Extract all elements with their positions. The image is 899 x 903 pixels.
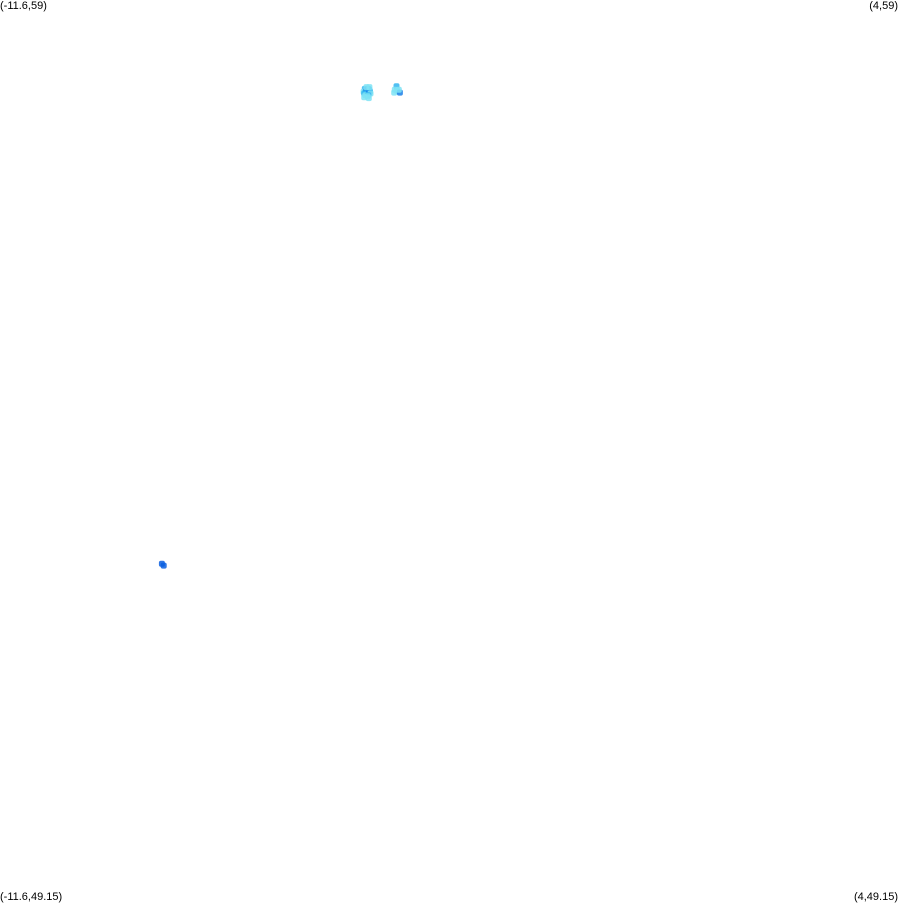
clusters-layer	[158, 83, 403, 569]
map-point	[395, 86, 402, 93]
map-point	[365, 95, 372, 102]
corner-label-bottom-right: (4,49.15)	[853, 891, 898, 903]
corner-label-bottom-left: (-11.6,49.15)	[0, 891, 63, 903]
map-point	[366, 84, 373, 91]
map-point	[391, 89, 398, 96]
corner-label-top-left: (-11.6,59)	[0, 0, 47, 12]
corner-label-top-right: (4,59)	[869, 0, 898, 12]
east-cluster	[391, 83, 403, 96]
southwest-point	[158, 560, 167, 569]
map-point	[160, 562, 167, 569]
main-cluster	[360, 84, 374, 102]
